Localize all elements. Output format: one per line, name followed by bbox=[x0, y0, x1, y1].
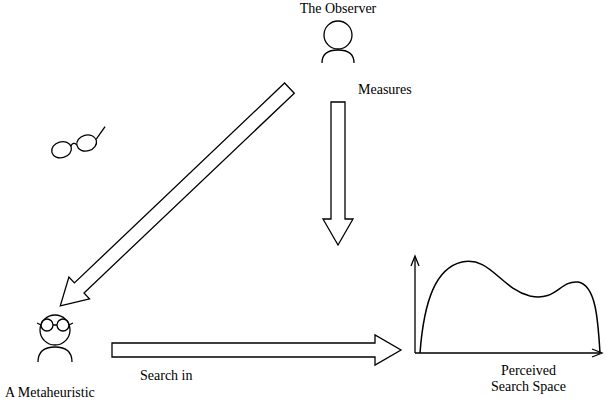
hollow-arrow bbox=[60, 83, 294, 306]
glasses-icon bbox=[49, 127, 110, 160]
arrow-label: Search in bbox=[138, 368, 194, 384]
metaheuristic-shoulders bbox=[38, 347, 72, 362]
search-space-chart bbox=[411, 256, 602, 357]
figure-label: A Metaheuristic bbox=[5, 385, 135, 401]
arrow-label: Measures bbox=[356, 82, 414, 98]
metaheuristic-head bbox=[40, 315, 70, 345]
hollow-arrow bbox=[112, 335, 401, 365]
figure-label: The Observer bbox=[280, 1, 396, 17]
figure-label: Perceived Search Space bbox=[481, 363, 576, 395]
observer-head bbox=[324, 21, 352, 49]
observer-shoulders bbox=[322, 50, 354, 63]
glasses-bridge bbox=[37, 323, 73, 325]
metaheuristic-glasses bbox=[41, 319, 53, 331]
figure-node: A Metaheuristic bbox=[2, 310, 137, 405]
figure-node: Perceived Search Space bbox=[405, 250, 605, 405]
figure-node: The Observer bbox=[280, 0, 396, 64]
hollow-arrow bbox=[323, 102, 353, 245]
metaheuristic-glasses bbox=[57, 319, 69, 331]
